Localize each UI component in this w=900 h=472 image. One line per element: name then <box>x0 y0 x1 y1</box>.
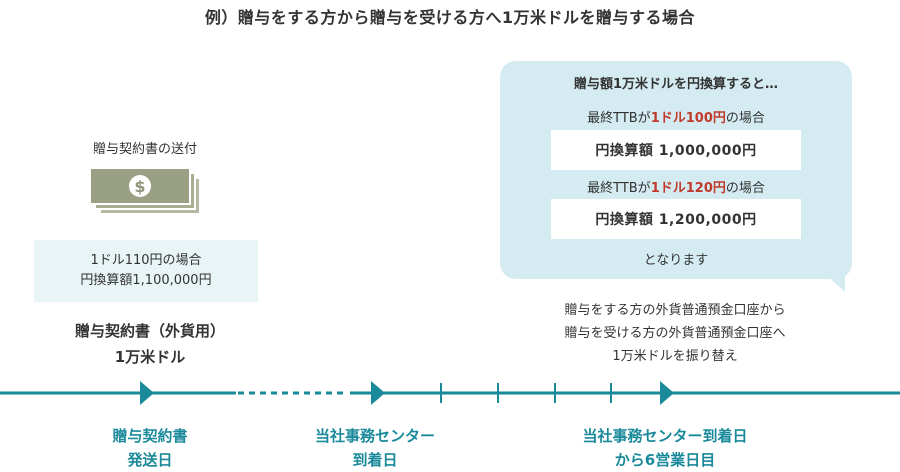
contract-sent-label: 贈与契約書の送付 <box>92 142 197 157</box>
bubble-footer: となります <box>643 253 709 268</box>
step-label-line1: 贈与契約書 <box>112 427 188 445</box>
case-rate-text: 1ドル110円の場合 <box>90 253 202 268</box>
step-label-line2: から6営業日目 <box>614 451 716 469</box>
transfer-line3: 1万米ドルを振り替え <box>612 349 738 364</box>
timeline <box>0 376 900 410</box>
yen-amount-box: 円換算額 1,200,000円 <box>551 199 801 239</box>
ttb-suffix: の場合 <box>725 181 765 196</box>
transfer-line2: 贈与を受ける方の外貨普通預金口座へ <box>564 326 786 341</box>
ttb-prefix: 最終TTBが <box>587 181 651 196</box>
transfer-note: 贈与をする方の外貨普通預金口座から 贈与を受ける方の外貨普通預金口座へ 1万米ド… <box>490 299 860 368</box>
bubble-tail <box>823 272 845 292</box>
timeline-arrow-marker <box>660 381 674 405</box>
timeline-arrow-marker <box>140 381 154 405</box>
transfer-line1: 贈与をする方の外貨普通預金口座から <box>564 303 786 318</box>
ttb-suffix: の場合 <box>725 111 765 126</box>
dollar-bills-icon: $ <box>88 166 204 216</box>
timeline-arrow-marker <box>371 381 385 405</box>
step-label-arrival: 当社事務センター 到着日 <box>265 424 485 472</box>
ttb-rate: 1ドル120円 <box>650 181 726 196</box>
case-amount-text: 円換算額1,100,000円 <box>80 273 212 288</box>
contract-title: 贈与契約書（外貨用） 1万米ドル <box>30 318 270 370</box>
step-label-line2: 到着日 <box>352 451 398 469</box>
step-label-sixth-business-day: 当社事務センター到着日 から6営業日目 <box>530 424 800 472</box>
bubble-heading: 贈与額1万米ドルを円換算すると… <box>573 77 779 92</box>
step-label-dispatch: 贈与契約書 発送日 <box>50 424 250 472</box>
contract-title-line2: 1万米ドル <box>114 348 186 366</box>
ttb-prefix: 最終TTBが <box>587 111 651 126</box>
ttb-case-line: 最終TTBが1ドル120円の場合 <box>500 177 852 196</box>
dollar-sign: $ <box>134 177 145 196</box>
step-label-line1: 当社事務センター到着日 <box>582 427 748 445</box>
ttb-case-line: 最終TTBが1ドル100円の場合 <box>500 107 852 126</box>
step-label-line1: 当社事務センター <box>314 427 435 445</box>
conversion-bubble <box>500 61 852 279</box>
ttb-rate: 1ドル100円 <box>650 111 726 126</box>
conversion-case-box: 1ドル110円の場合 円換算額1,100,000円 <box>34 240 258 302</box>
step-label-line2: 発送日 <box>127 451 173 469</box>
diagram-title: 例）贈与をする方から贈与を受ける方へ1万米ドルを贈与する場合 <box>204 8 696 27</box>
contract-title-line1: 贈与契約書（外貨用） <box>74 322 225 340</box>
yen-amount-box: 円換算額 1,000,000円 <box>551 130 801 170</box>
